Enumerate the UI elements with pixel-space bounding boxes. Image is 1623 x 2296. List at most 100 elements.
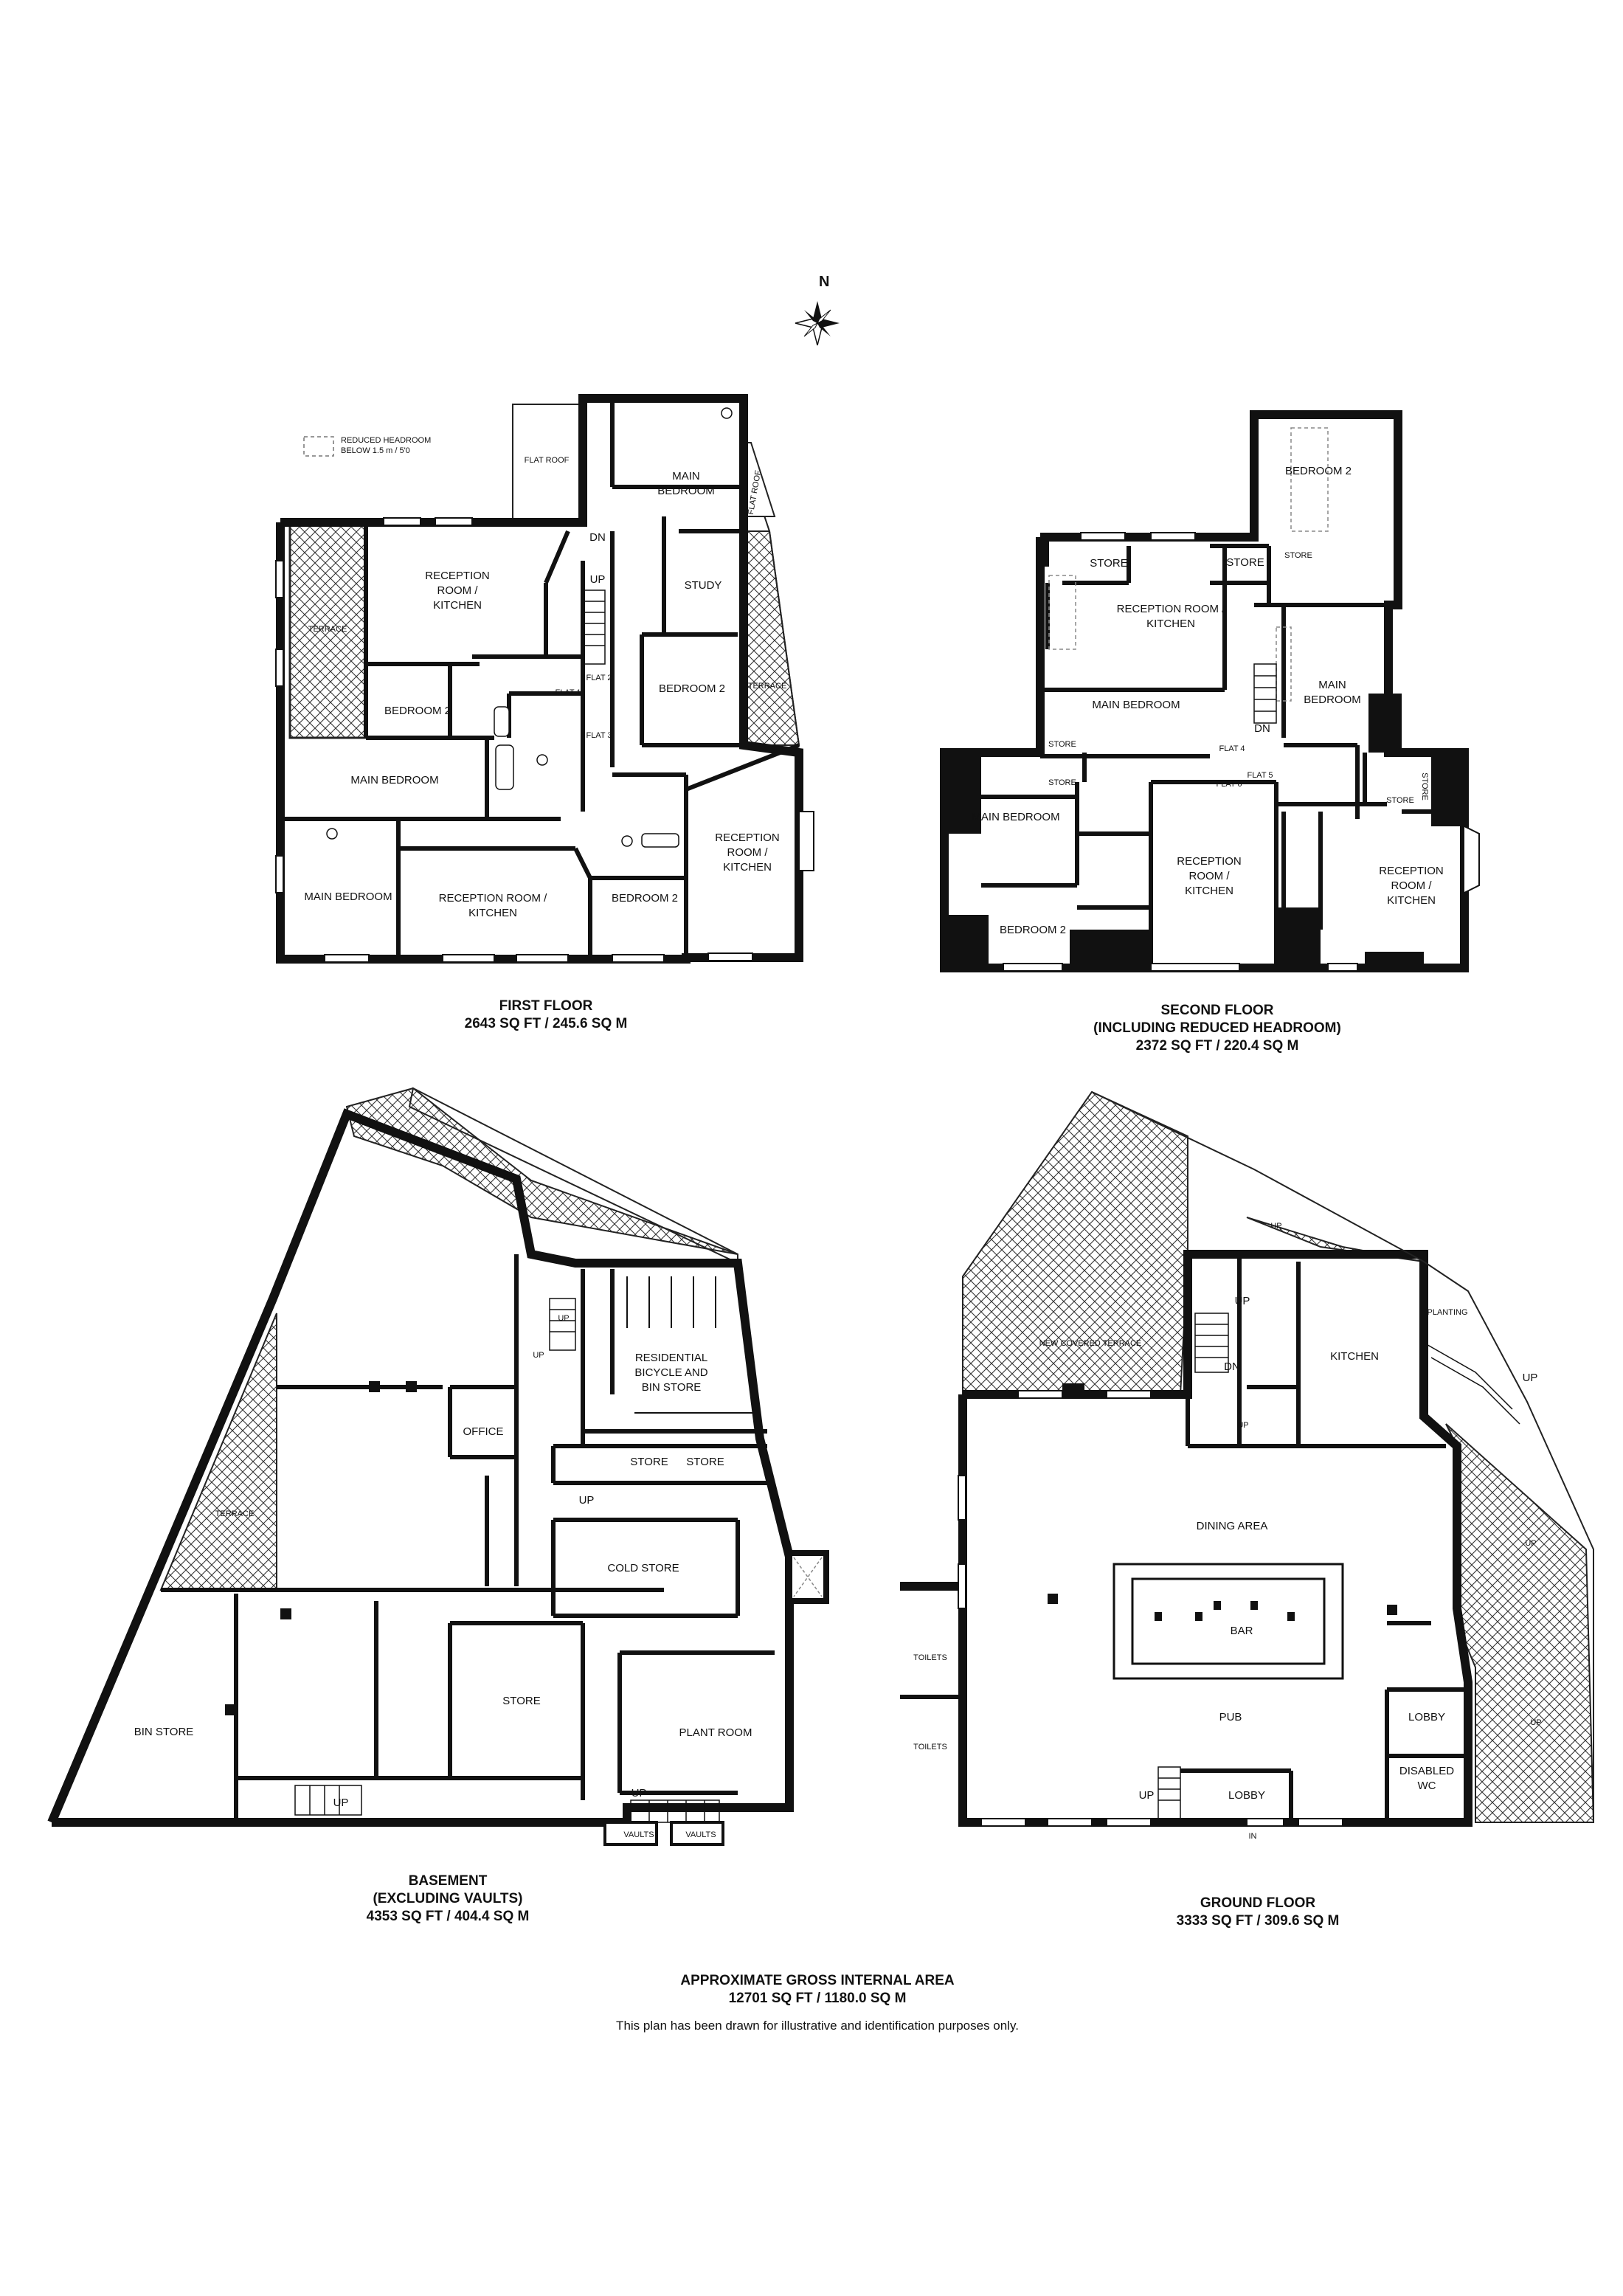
sf-store-small2: STORE — [1048, 740, 1076, 749]
basement-terrace-hatch — [159, 1313, 277, 1591]
ff-flat1: FLAT 1 — [555, 688, 581, 697]
sf-reception-top-l1: RECEPTION ROOM / — [1117, 603, 1226, 615]
ff-reception-top-l1: RECEPTION — [425, 570, 490, 582]
terrace-right-hatch — [739, 530, 800, 746]
sf-reception-top-l2: KITCHEN — [1146, 618, 1195, 630]
sf-store-small3: STORE — [1048, 778, 1076, 787]
sf-reception-right-l1: RECEPTION — [1379, 865, 1444, 877]
sf-reception-right-l3: KITCHEN — [1387, 894, 1436, 907]
basement-title-l2: (EXCLUDING VAULTS) — [373, 1891, 523, 1906]
sf-reception-mid-l2: ROOM / — [1189, 870, 1231, 882]
legend-swatch — [303, 436, 334, 457]
gf-covered-terrace-hatch — [962, 1090, 1188, 1395]
gf-bar: BAR — [1231, 1625, 1253, 1637]
ff-reception-right-l1: RECEPTION — [715, 831, 780, 844]
ff-flat2: FLAT 2 — [586, 674, 612, 682]
gf-toilets1: TOILETS — [913, 1653, 947, 1662]
basement-plan: RESIDENTIAL BICYCLE AND BIN STORE OFFICE… — [47, 1087, 829, 1846]
gf-lobby-right: LOBBY — [1408, 1711, 1445, 1723]
gf-bar-outline — [1112, 1563, 1344, 1680]
gf-up4: UP — [1523, 1372, 1538, 1384]
ff-reception-right-l2: ROOM / — [727, 846, 769, 859]
legend-line-1: REDUCED HEADROOM — [341, 436, 432, 445]
ff-reception-top-l3: KITCHEN — [433, 599, 482, 612]
ground-floor-caption: GROUND FLOOR 3333 SQ FT / 309.6 SQ M — [1177, 1895, 1340, 1930]
sf-reception-mid-l3: KITCHEN — [1185, 885, 1233, 897]
compass-icon — [795, 301, 840, 346]
first-floor-caption: FIRST FLOOR 2643 SQ FT / 245.6 SQ M — [465, 997, 628, 1033]
second-floor-title-l2: (INCLUDING REDUCED HEADROOM) — [1093, 1020, 1341, 1036]
ff-reception-bottom-l1: RECEPTION ROOM / — [439, 892, 548, 905]
ff-main-bedroom-top-l2: BEDROOM — [657, 485, 715, 497]
north-label: N — [819, 274, 830, 290]
ff-main-bedroom-bl: MAIN BEDROOM — [304, 891, 392, 903]
ff-reception-bottom-l2: KITCHEN — [468, 907, 517, 919]
ff-flat3: FLAT 3 — [586, 731, 612, 740]
first-floor-title: FIRST FLOOR — [499, 998, 593, 1014]
total-area-caption: APPROXIMATE GROSS INTERNAL AREA 12701 SQ… — [680, 1972, 954, 2008]
first-floor-area: 2643 SQ FT / 245.6 SQ M — [464, 1016, 628, 1031]
bs-cold-store: COLD STORE — [607, 1562, 679, 1574]
ff-bedroom2-right: BEDROOM 2 — [659, 682, 725, 695]
ff-main-bedroom-mid: MAIN BEDROOM — [350, 774, 438, 786]
ff-terrace-left: TERRACE — [308, 625, 347, 634]
bs-residential-l3: BIN STORE — [642, 1381, 702, 1394]
disclaimer: This plan has been drawn for illustrativ… — [616, 2019, 1019, 2033]
sf-store-small1: STORE — [1284, 551, 1312, 560]
sf-flat5: FLAT 5 — [1247, 771, 1273, 780]
gf-disabled-l2: WC — [1418, 1780, 1436, 1792]
bs-terrace: TERRACE — [215, 1510, 255, 1518]
ff-bedroom2-bottom: BEDROOM 2 — [612, 892, 678, 905]
ff-bedroom2-left: BEDROOM 2 — [384, 705, 451, 717]
bs-residential-l2: BICYCLE AND — [634, 1366, 707, 1379]
bs-up3: UP — [579, 1494, 595, 1507]
basement-area: 4353 SQ FT / 404.4 SQ M — [366, 1909, 530, 1924]
basement-title-l1: BASEMENT — [408, 1873, 488, 1889]
gf-lobby-bottom: LOBBY — [1228, 1789, 1265, 1802]
vault-2 — [670, 1821, 724, 1846]
bs-store-main: STORE — [502, 1695, 540, 1707]
sf-store2: STORE — [1226, 556, 1264, 569]
ground-floor-plan: NEW COVERED TERRACE KITCHEN PLANTING DIN… — [900, 1090, 1595, 1841]
gf-planting: PLANTING — [1427, 1308, 1467, 1317]
gf-new-covered-terrace: NEW COVERED TERRACE — [1039, 1339, 1142, 1348]
bs-residential-l1: RESIDENTIAL — [635, 1352, 707, 1364]
gf-up2: UP — [1235, 1295, 1250, 1307]
sf-store-small5: STORE — [1420, 772, 1429, 801]
ff-main-bedroom-top-l1: MAIN — [672, 470, 700, 483]
second-floor-plan: BEDROOM 2 STORE STORE STORE RECEPTION RO… — [940, 410, 1480, 972]
bs-plant-room: PLANT ROOM — [679, 1726, 752, 1739]
sf-main-bedroom-mid: MAIN BEDROOM — [1092, 699, 1180, 711]
bs-store1: STORE — [630, 1456, 668, 1468]
total-area-value: 12701 SQ FT / 1180.0 SQ M — [728, 1991, 907, 2006]
ff-flat-roof-left: FLAT ROOF — [525, 456, 570, 465]
bs-up1: UP — [558, 1314, 569, 1323]
bs-up2: UP — [533, 1351, 544, 1360]
gf-up5: UP — [1525, 1539, 1536, 1548]
bs-up5: UP — [631, 1787, 647, 1799]
sf-dn: DN — [1254, 722, 1270, 735]
bs-vaults1: VAULTS — [623, 1830, 654, 1839]
sf-main-bedroom-right-l1: MAIN — [1318, 679, 1346, 691]
gf-dining-area: DINING AREA — [1197, 1520, 1268, 1532]
first-floor-plan: FLAT ROOF FLAT ROOF MAIN BEDROOM RECEPTI… — [275, 394, 814, 964]
vault-1 — [603, 1821, 658, 1846]
basement-top-terrace-hatch — [345, 1087, 738, 1255]
bs-up4: UP — [333, 1797, 349, 1809]
gf-dn: DN — [1224, 1360, 1240, 1373]
gf-up6: UP — [1530, 1718, 1541, 1727]
ff-up: UP — [590, 573, 606, 586]
gf-in: IN — [1249, 1832, 1257, 1841]
gf-pub: PUB — [1219, 1711, 1242, 1723]
sf-main-bedroom-left: MAIN BEDROOM — [972, 811, 1059, 823]
gf-kitchen: KITCHEN — [1330, 1350, 1379, 1363]
sf-reception-right-l2: ROOM / — [1391, 879, 1433, 892]
ff-reception-right-l3: KITCHEN — [723, 861, 772, 874]
ground-floor-area: 3333 SQ FT / 309.6 SQ M — [1176, 1913, 1340, 1929]
bs-office: OFFICE — [463, 1425, 504, 1438]
sf-reception-mid-l1: RECEPTION — [1177, 855, 1242, 868]
gf-up1: UP — [1270, 1222, 1281, 1231]
sf-bedroom2-top: BEDROOM 2 — [1285, 465, 1352, 477]
gf-disabled-l1: DISABLED — [1399, 1765, 1454, 1777]
